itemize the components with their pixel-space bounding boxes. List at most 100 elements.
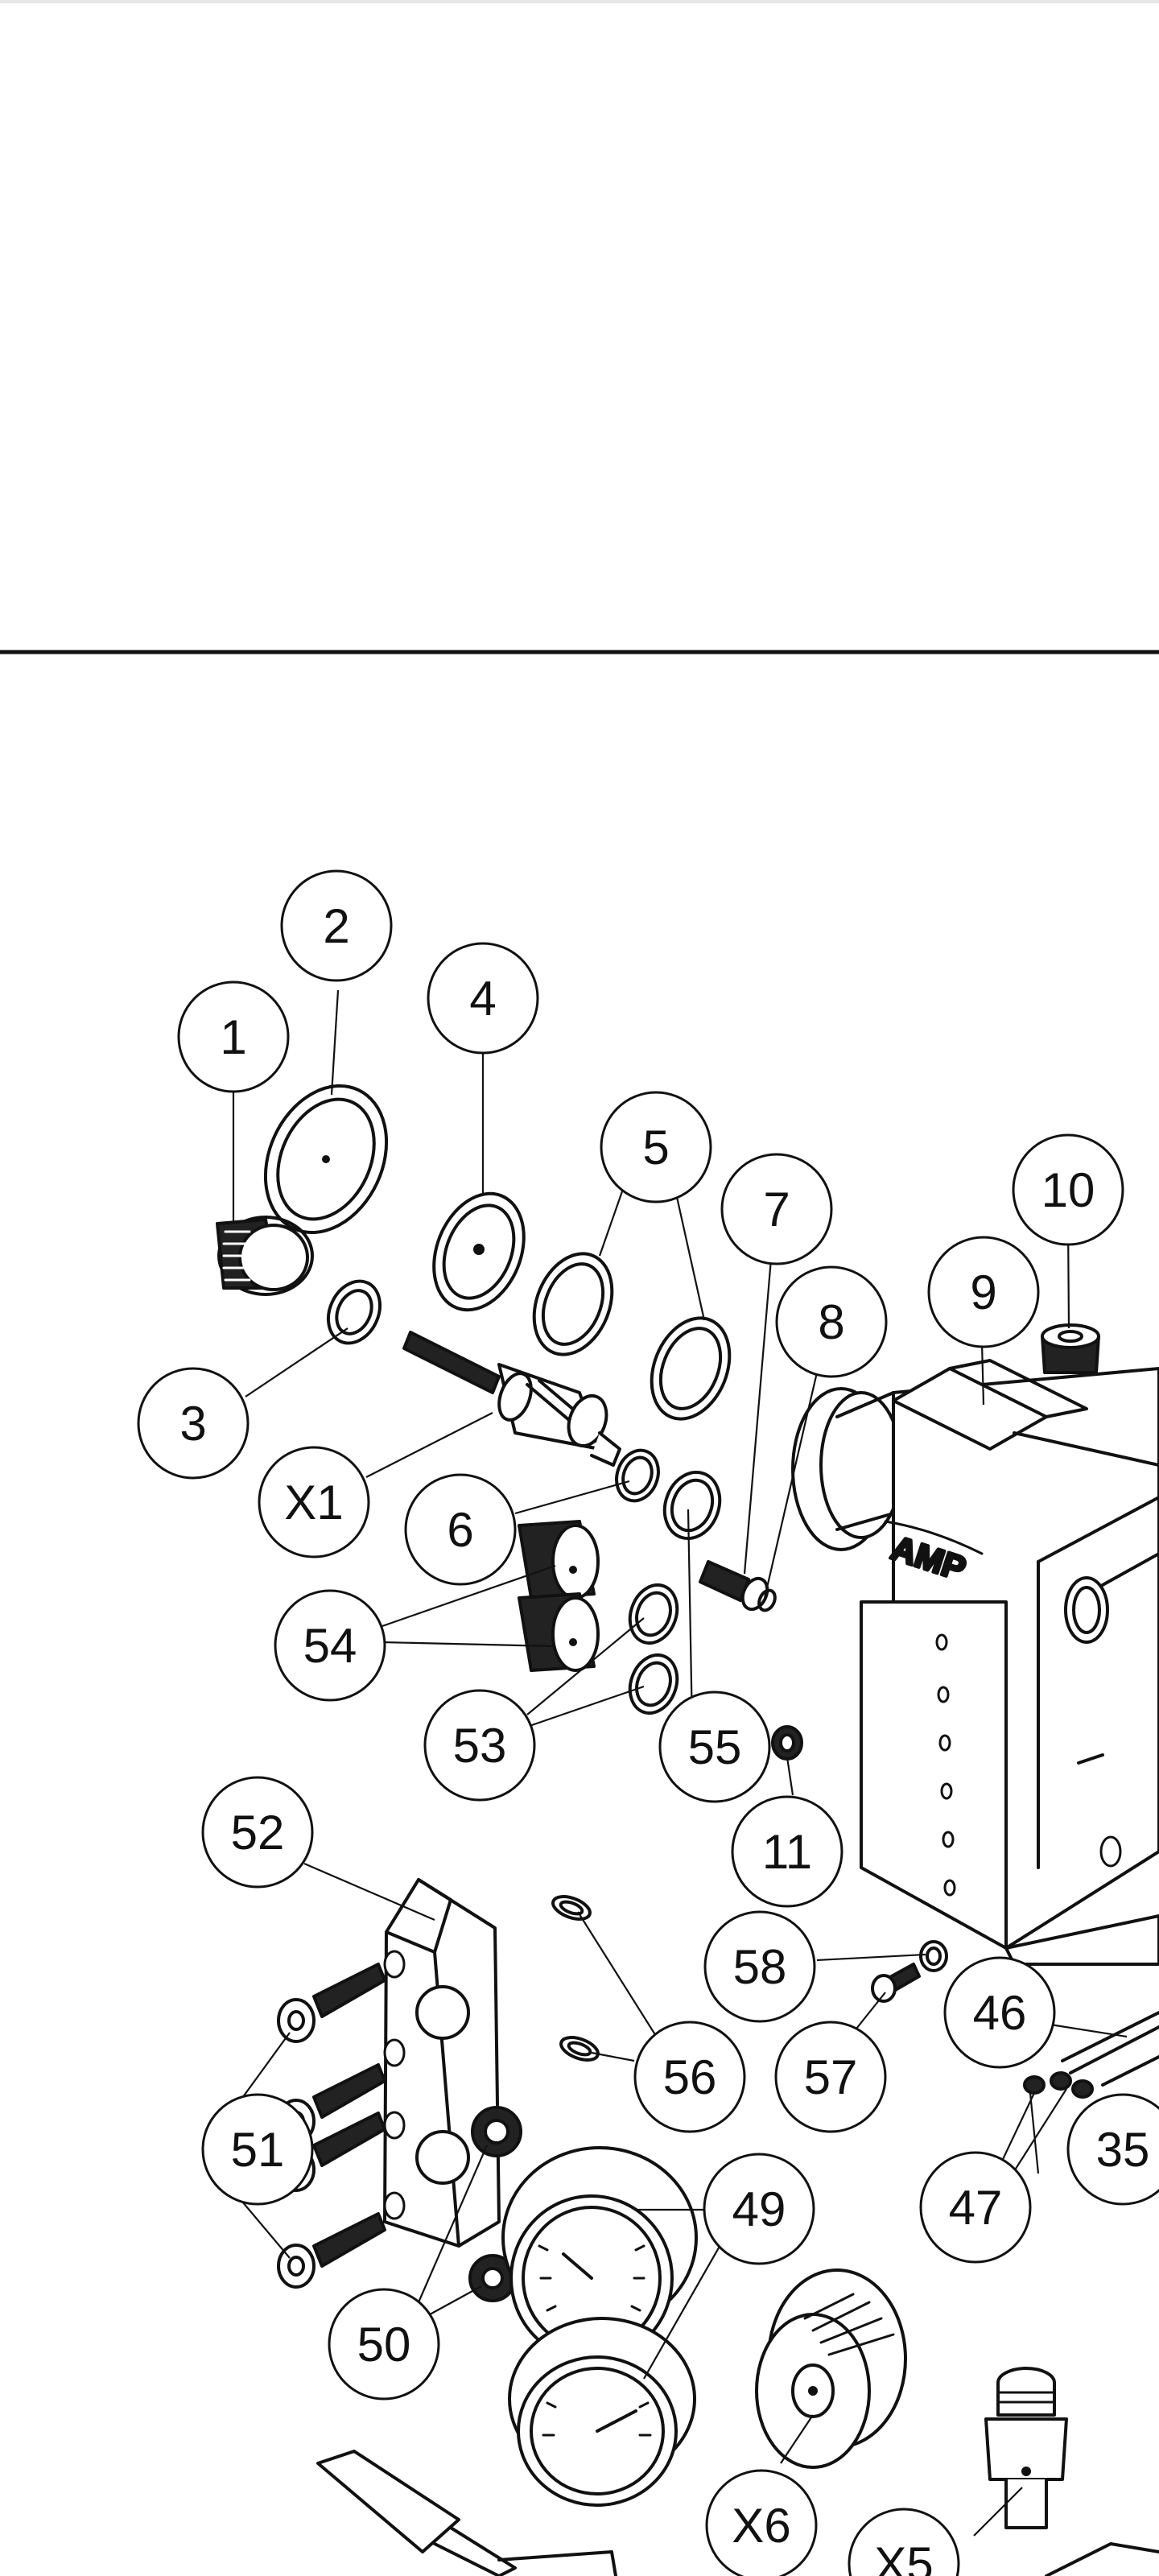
callout-circle bbox=[775, 1265, 888, 1378]
callout-label: 3 bbox=[179, 1397, 206, 1451]
callout-circle bbox=[137, 1367, 250, 1480]
callout-circle bbox=[1066, 2093, 1159, 2206]
callout-circle bbox=[774, 2021, 887, 2133]
part-9-main-body bbox=[791, 1359, 1159, 1966]
callout-label: 57 bbox=[804, 2050, 858, 2104]
callout-circle bbox=[177, 980, 290, 1093]
callout-label: 58 bbox=[733, 1940, 787, 1994]
callout-circle bbox=[658, 1690, 771, 1803]
callout-3: 3 bbox=[137, 1367, 250, 1480]
callout-circle bbox=[731, 1795, 843, 1908]
part-x6-knob bbox=[755, 2268, 907, 2469]
callout-label: 54 bbox=[303, 1619, 357, 1673]
callout-label: X6 bbox=[732, 2499, 790, 2553]
callout-circle bbox=[201, 1776, 314, 1889]
part-2-large-washer bbox=[263, 1084, 389, 1235]
callout-circle bbox=[404, 1473, 517, 1586]
callout-label: 11 bbox=[762, 1825, 812, 1879]
part-57-small-screw bbox=[871, 1963, 921, 2003]
part-53-washers bbox=[628, 1583, 679, 1715]
top-edge-band bbox=[0, 0, 1159, 3]
part-54-threaded-plugs bbox=[518, 1520, 600, 1672]
callout-circle bbox=[943, 1956, 1056, 2069]
callout-53: 53 bbox=[423, 1689, 536, 1802]
part-lower-right-block bbox=[1045, 2542, 1159, 2576]
callout-1: 1 bbox=[177, 980, 290, 1093]
callout-56: 56 bbox=[633, 2021, 746, 2133]
callout-label: 56 bbox=[663, 2050, 717, 2104]
callout-label: 2 bbox=[323, 899, 349, 953]
callout-9: 9 bbox=[927, 1236, 1040, 1348]
callout-circle bbox=[274, 1589, 386, 1702]
callout-circle bbox=[280, 869, 393, 982]
callout-49: 49 bbox=[703, 2153, 815, 2265]
callout-label: 53 bbox=[453, 1719, 507, 1773]
part-58-tiny-ring bbox=[919, 1940, 948, 1972]
callout-label: 50 bbox=[357, 2318, 411, 2372]
callout-label: 55 bbox=[688, 1720, 742, 1774]
callout-circle bbox=[201, 2093, 314, 2206]
callout-circle bbox=[427, 942, 539, 1055]
callout-55: 55 bbox=[658, 1690, 771, 1803]
callout-circle bbox=[633, 2021, 746, 2133]
part-1-threaded-plug bbox=[216, 1216, 314, 1296]
part-55-ring bbox=[662, 1470, 722, 1541]
callout-47: 47 bbox=[919, 2151, 1032, 2264]
part-52-manifold-block bbox=[383, 1878, 501, 2248]
callout-circle bbox=[328, 2288, 440, 2401]
part-7-screw bbox=[699, 1560, 769, 1612]
callout-label: 9 bbox=[970, 1265, 996, 1319]
part-x1-valve-stem bbox=[402, 1331, 621, 1467]
callout-circle bbox=[600, 1091, 712, 1203]
callout-35: 35 bbox=[1066, 2093, 1159, 2206]
callout-7: 7 bbox=[720, 1153, 833, 1265]
part-4-washer bbox=[432, 1191, 526, 1312]
callout-label: 51 bbox=[231, 2123, 285, 2177]
part-56-pins bbox=[551, 1895, 600, 2062]
part-10-set-screw bbox=[1041, 1323, 1100, 1374]
callout-label: 52 bbox=[231, 1806, 285, 1860]
callout-51: 51 bbox=[201, 2093, 314, 2206]
callout-2: 2 bbox=[280, 869, 393, 982]
callout-label: 47 bbox=[949, 2181, 1003, 2235]
callout-label: 49 bbox=[732, 2182, 786, 2236]
callout-circle bbox=[703, 2153, 815, 2265]
part-11-spring bbox=[771, 1725, 803, 1761]
callout-52: 52 bbox=[201, 1776, 314, 1889]
callout-circle bbox=[720, 1153, 833, 1265]
callout-circle bbox=[258, 1446, 370, 1558]
callout-11: 11 bbox=[731, 1795, 843, 1908]
callout-circle bbox=[423, 1689, 536, 1802]
part-8-tiny-ring bbox=[757, 1588, 777, 1612]
callout-label: 8 bbox=[818, 1295, 844, 1349]
callout-x1: X1 bbox=[258, 1446, 370, 1558]
callout-54: 54 bbox=[274, 1589, 386, 1702]
part-46-pins bbox=[1061, 2011, 1159, 2087]
callout-x5: X5 bbox=[848, 2508, 960, 2576]
callout-10: 10 bbox=[1012, 1133, 1124, 1246]
callout-label: 46 bbox=[973, 1986, 1027, 2040]
callout-circle bbox=[927, 1236, 1040, 1348]
part-6-o-ring bbox=[615, 1448, 660, 1503]
callout-label: 4 bbox=[469, 972, 496, 1026]
callout-label: X5 bbox=[874, 2537, 933, 2576]
callout-5: 5 bbox=[600, 1091, 712, 1203]
part-lower-left-fitting bbox=[316, 2450, 617, 2576]
callout-label: 5 bbox=[642, 1121, 669, 1174]
callout-50: 50 bbox=[328, 2288, 440, 2401]
callout-label: 35 bbox=[1096, 2123, 1150, 2177]
part-49-gauges bbox=[501, 2146, 698, 2507]
callout-label: X1 bbox=[284, 1476, 343, 1530]
callout-4: 4 bbox=[427, 942, 539, 1055]
part-50-o-rings bbox=[468, 2106, 522, 2302]
callout-x6: X6 bbox=[705, 2469, 818, 2576]
part-3-small-ring bbox=[326, 1279, 382, 1345]
callout-46: 46 bbox=[943, 1956, 1056, 2069]
callout-58: 58 bbox=[703, 1910, 816, 2023]
callout-circle bbox=[703, 1910, 816, 2023]
callout-8: 8 bbox=[775, 1265, 888, 1378]
callout-circle bbox=[1012, 1133, 1124, 1246]
callout-circle bbox=[848, 2508, 960, 2576]
callout-57: 57 bbox=[774, 2021, 887, 2133]
